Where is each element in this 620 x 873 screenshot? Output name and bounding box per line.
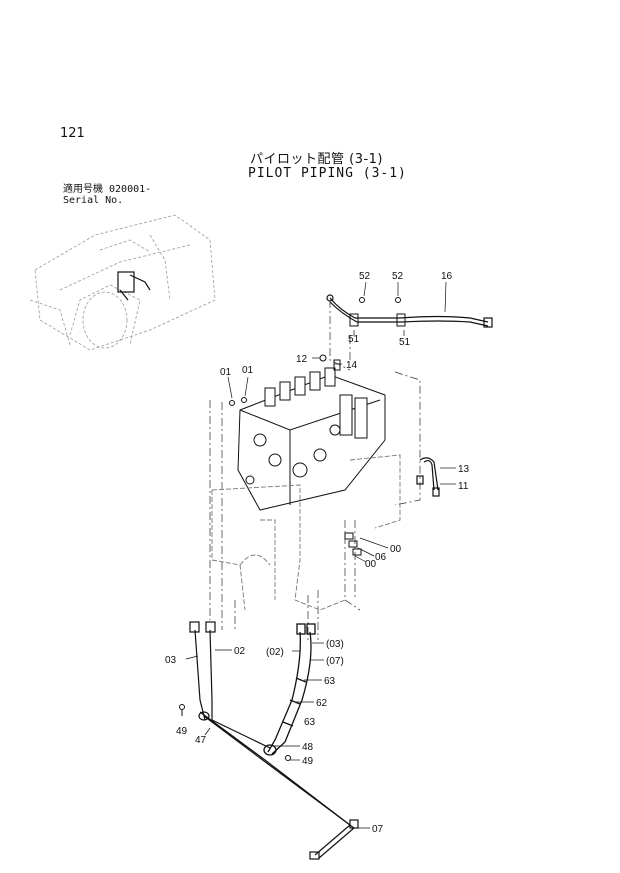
hoses-02-03 xyxy=(189,621,216,722)
serial-number-block: 適用号機 020001- Serial No. xyxy=(63,184,151,206)
valve-bracket xyxy=(211,454,401,611)
part-label-01-right: 01 xyxy=(242,365,254,376)
part-label-16: 16 xyxy=(441,271,453,282)
diagram-title-jp: パイロット配管 (3-1) xyxy=(250,152,384,167)
part-label-01-left: 01 xyxy=(220,367,232,378)
part-label-02: 02 xyxy=(234,646,246,657)
leader-lines xyxy=(185,281,456,829)
part-label-07: 07 xyxy=(372,824,384,835)
machine-thumbnail xyxy=(29,214,216,351)
part-label-51-right: 51 xyxy=(399,337,411,348)
page-number: 121 xyxy=(60,126,85,141)
serial-label-en: Serial No. xyxy=(63,195,124,206)
part-label-14: 14 xyxy=(346,360,358,371)
part-label-07-paren: (07) xyxy=(326,656,344,667)
clamps-51 xyxy=(349,297,406,327)
part-labels: 52 52 16 51 51 12 14 01 01 13 11 00 06 0… xyxy=(165,271,470,835)
hose-13 xyxy=(416,457,440,497)
upper-pipe-16 xyxy=(326,294,493,328)
diagram-title-en: PILOT PIPING (3-1) xyxy=(248,166,407,181)
part-label-63-lower: 63 xyxy=(304,717,316,728)
part-label-12: 12 xyxy=(296,354,308,365)
hoses-62-63 xyxy=(263,623,316,756)
part-label-47: 47 xyxy=(195,735,207,746)
hose-07 xyxy=(198,711,359,860)
part-label-11: 11 xyxy=(458,481,469,492)
part-label-03-paren: (03) xyxy=(326,639,344,650)
part-label-49-left: 49 xyxy=(176,726,188,737)
part-label-48: 48 xyxy=(302,742,314,753)
part-label-06: 06 xyxy=(375,552,387,563)
assembly-guide-lines xyxy=(209,300,421,640)
part-label-51-left: 51 xyxy=(348,334,360,345)
fittings-00-06 xyxy=(344,532,362,556)
part-label-52-right: 52 xyxy=(392,271,404,282)
part-label-03: 03 xyxy=(165,655,177,666)
serial-label-jp: 適用号機 020001- xyxy=(63,184,152,195)
part-label-00-upper: 00 xyxy=(390,544,402,555)
bolts-49 xyxy=(179,704,291,761)
part-label-02-paren: (02) xyxy=(266,647,284,658)
part-label-13: 13 xyxy=(458,464,470,475)
part-label-49-right: 49 xyxy=(302,756,314,767)
part-label-52-left: 52 xyxy=(359,271,371,282)
part-label-00-lower: 00 xyxy=(365,559,377,570)
thumbnail-highlight xyxy=(117,271,151,301)
part-label-62: 62 xyxy=(316,698,328,709)
part-label-63-upper: 63 xyxy=(324,676,336,687)
control-valve xyxy=(237,367,386,511)
